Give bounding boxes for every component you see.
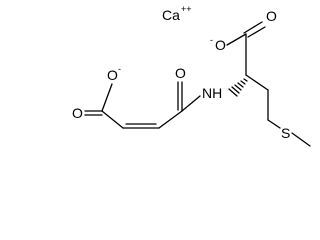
thioether-sulfur: S xyxy=(281,125,290,141)
bond-n-carbonyl xyxy=(181,95,201,112)
amide-nitrogen: NH xyxy=(202,85,222,101)
bond-sulfur-methyl xyxy=(291,132,311,147)
molecule-diagram: Ca ++ - O O S NH O O - O xyxy=(72,4,311,147)
structure-canvas: Ca ++ - O O S NH O O - O xyxy=(72,4,311,147)
bond-carboxyl-c-o-double-1 xyxy=(243,21,263,34)
alpha-carboxylate-charge: - xyxy=(210,35,213,45)
bond-acid-c-o-single xyxy=(101,83,113,112)
alpha-carboxylate-oxygen: O xyxy=(215,37,226,53)
alpha-carbonyl-oxygen: O xyxy=(266,8,277,24)
bond-alkene-carboxyl xyxy=(101,110,124,129)
stereo-hash-bond xyxy=(228,78,248,97)
bond-carboxyl-c-o-double-2 xyxy=(247,26,266,38)
bond-carbonyl-alkene xyxy=(158,110,183,129)
amide-oxygen: O xyxy=(175,65,186,81)
acid-carbonyl-oxygen: O xyxy=(72,105,83,121)
bond-alpha-beta xyxy=(245,74,269,91)
calcium-symbol: Ca xyxy=(162,7,180,23)
acid-carboxylate-oxygen: O xyxy=(107,67,118,83)
bond-carboxyl-c-o-single xyxy=(226,33,247,46)
bond-gamma-sulfur xyxy=(267,119,281,129)
acid-carboxylate-charge: - xyxy=(118,64,121,74)
calcium-charge: ++ xyxy=(181,4,192,14)
